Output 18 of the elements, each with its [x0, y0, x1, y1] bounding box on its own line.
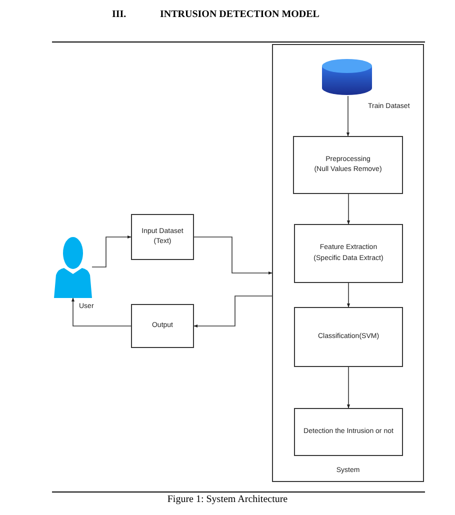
- arrow: [346, 366, 350, 408]
- process-box: [131, 304, 194, 348]
- caption: Figure 1: System Architecture: [166, 494, 289, 505]
- arrow: [194, 296, 272, 328]
- system-boundary: [272, 44, 424, 482]
- title: INTRUSION DETECTION MODEL: [160, 9, 320, 20]
- process-box: [294, 408, 403, 456]
- process-box: [294, 224, 403, 283]
- process-box: [293, 136, 403, 194]
- arrow: [346, 96, 350, 136]
- arrow: [71, 298, 132, 326]
- arrow: [92, 235, 132, 268]
- process-box: [294, 307, 403, 367]
- arrow: [346, 282, 350, 308]
- arrow: [194, 236, 272, 275]
- section-number: III.: [112, 9, 126, 20]
- process-box: [131, 214, 194, 260]
- arrow: [346, 194, 350, 224]
